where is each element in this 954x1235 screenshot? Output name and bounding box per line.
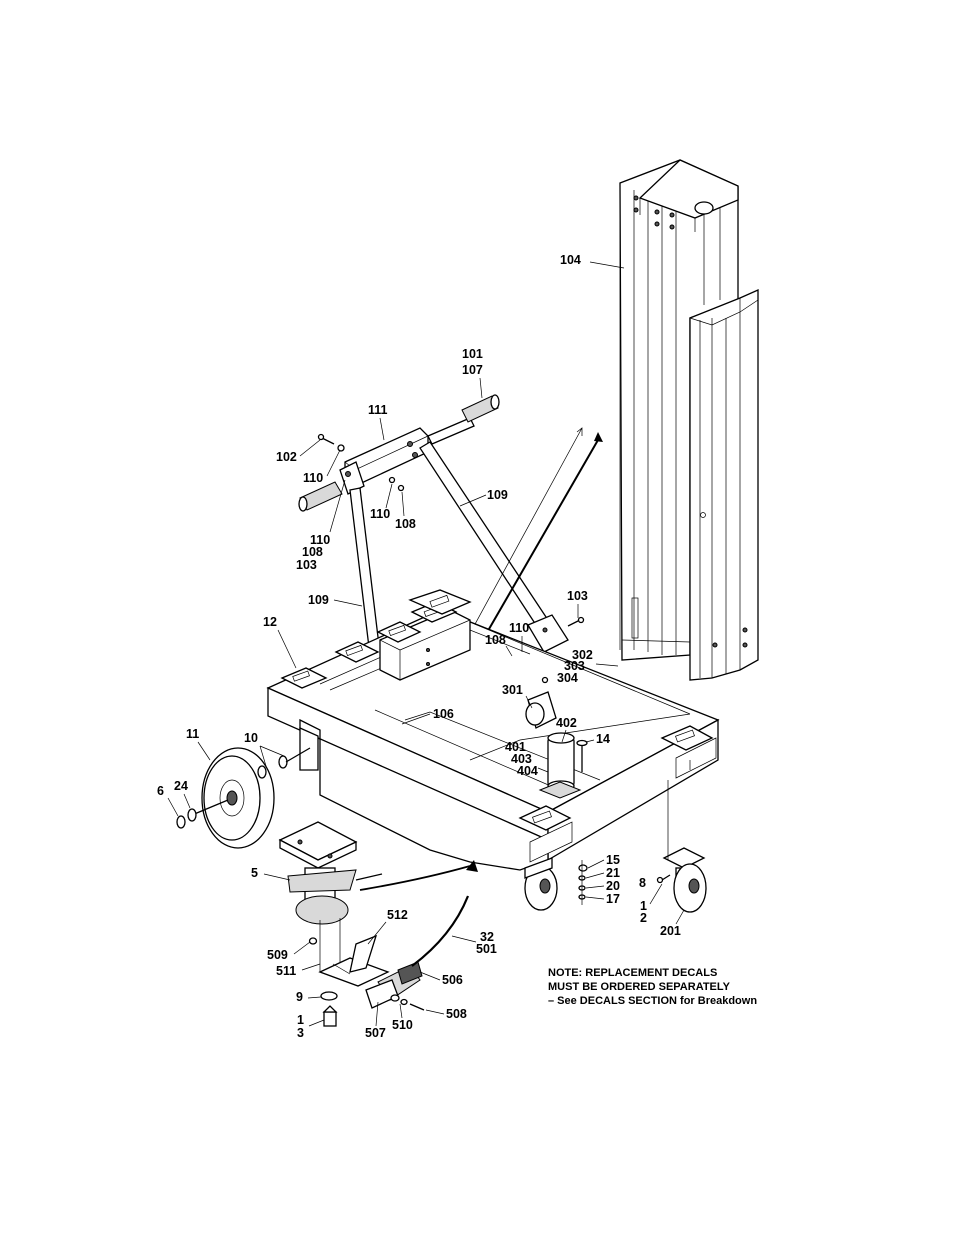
rear-wheel bbox=[177, 748, 310, 848]
callout-11: 11 bbox=[186, 727, 199, 741]
callout-101: 101 bbox=[462, 347, 483, 361]
callout-402: 402 bbox=[556, 716, 577, 730]
decals-note: NOTE: REPLACEMENT DECALS MUST BE ORDERED… bbox=[548, 967, 757, 1007]
callout-507: 507 bbox=[365, 1026, 386, 1040]
callout-24: 24 bbox=[174, 779, 188, 793]
callout-108-a: 108 bbox=[395, 517, 416, 531]
callout-509: 509 bbox=[267, 948, 288, 962]
callout-304: 304 bbox=[557, 671, 578, 685]
callout-512: 512 bbox=[387, 908, 408, 922]
callout-8: 8 bbox=[639, 876, 646, 890]
callout-3: 3 bbox=[297, 1026, 304, 1040]
callout-6: 6 bbox=[157, 784, 164, 798]
callout-107: 107 bbox=[462, 363, 483, 377]
caster-hardware bbox=[579, 860, 587, 905]
callout-1-b: 1 bbox=[297, 1013, 304, 1027]
note-line-2: MUST BE ORDERED SEPARATELY bbox=[548, 981, 731, 993]
callout-404: 404 bbox=[517, 764, 538, 778]
callout-109-a: 109 bbox=[487, 488, 508, 502]
callout-301: 301 bbox=[502, 683, 523, 697]
callout-510: 510 bbox=[392, 1018, 413, 1032]
callout-508: 508 bbox=[446, 1007, 467, 1021]
callout-111: 111 bbox=[368, 403, 388, 417]
callout-21: 21 bbox=[606, 866, 620, 880]
callout-109-b: 109 bbox=[308, 593, 329, 607]
callout-108-b: 108 bbox=[302, 545, 323, 559]
mast-assembly: 104 bbox=[560, 160, 758, 680]
note-line-3: – See DECALS SECTION for Breakdown bbox=[548, 995, 757, 1007]
callout-110-d: 110 bbox=[509, 621, 529, 635]
callout-506: 506 bbox=[442, 973, 463, 987]
callout-2: 2 bbox=[640, 911, 647, 925]
note-line-1: NOTE: REPLACEMENT DECALS bbox=[548, 967, 717, 979]
callout-201: 201 bbox=[660, 924, 681, 938]
callout-14: 14 bbox=[596, 732, 610, 746]
callout-110-b: 110 bbox=[370, 507, 390, 521]
callout-12: 12 bbox=[263, 615, 277, 629]
callout-108-c: 108 bbox=[485, 633, 506, 647]
callout-501: 501 bbox=[476, 942, 497, 956]
callout-511: 511 bbox=[276, 964, 296, 978]
callout-5: 5 bbox=[251, 866, 258, 880]
callout-104: 104 bbox=[560, 253, 581, 267]
callout-103-a: 103 bbox=[296, 558, 317, 572]
callout-9: 9 bbox=[296, 990, 303, 1004]
callout-102: 102 bbox=[276, 450, 297, 464]
front-caster-right bbox=[658, 780, 707, 912]
callout-10: 10 bbox=[244, 731, 258, 745]
callout-103-b: 103 bbox=[567, 589, 588, 603]
callout-17: 17 bbox=[606, 892, 620, 906]
callout-106: 106 bbox=[433, 707, 454, 721]
front-caster-left bbox=[525, 858, 557, 910]
callout-20: 20 bbox=[606, 879, 620, 893]
callout-110-a: 110 bbox=[303, 471, 323, 485]
callout-15: 15 bbox=[606, 853, 620, 867]
